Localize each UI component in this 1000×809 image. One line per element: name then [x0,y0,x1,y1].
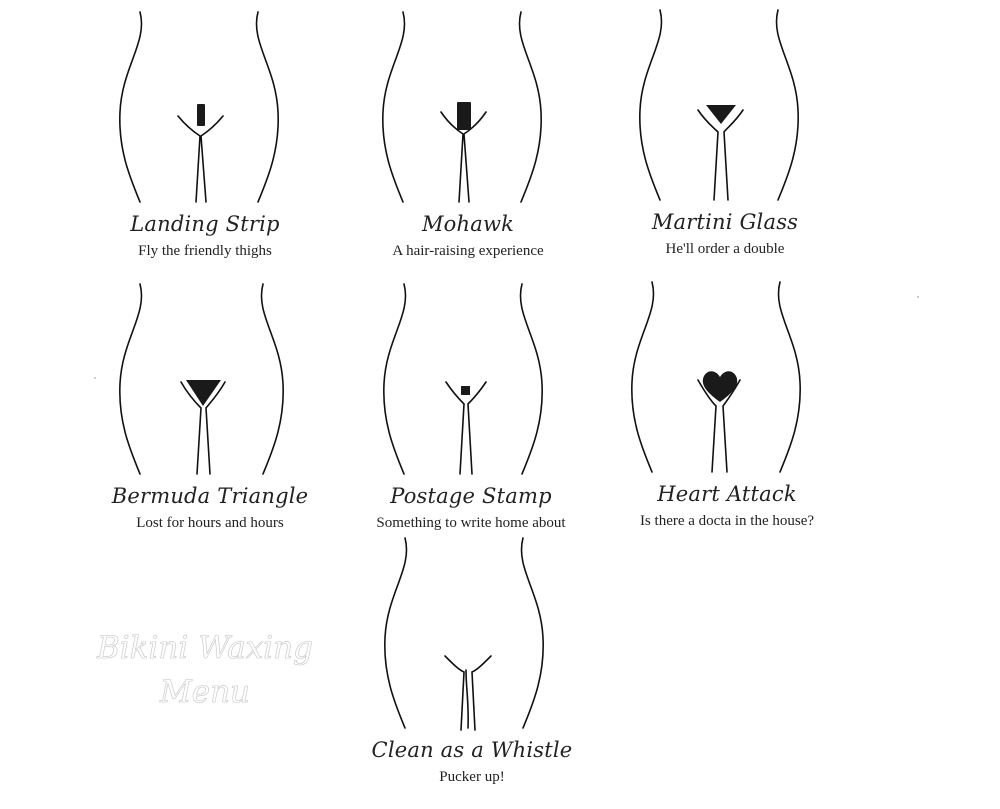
scan-speck [917,296,919,298]
scan-speck [94,377,96,379]
figure-outline-clean-as-a-whistle [384,537,544,731]
figure-outline-mohawk [382,11,542,203]
style-martini-glass: Martini Glass He'll order a double [600,9,850,280]
style-name: Mohawk [421,212,515,236]
style-bermuda-triangle: Bermuda Triangle Lost for hours and hour… [85,283,335,554]
figure-outline-postage-stamp [383,283,543,475]
style-tagline: Something to write home about [376,515,566,531]
hair-shape-stamp [461,386,470,395]
style-name: Martini Glass [651,210,799,234]
figure-outline-bermuda-triangle [119,283,284,475]
style-heart-attack: Heart Attack Is there a docta in the hou… [602,281,852,552]
menu-title-line-2: Menu [159,674,251,711]
hair-shape-strip [197,104,205,126]
style-mohawk: Mohawk A hair-raising experience [343,11,593,282]
style-landing-strip: Landing Strip Fly the friendly thighs [80,11,330,282]
style-tagline: Lost for hours and hours [136,515,284,531]
hair-shape-mohawk [457,102,471,130]
style-clean-as-a-whistle: Clean as a Whistle Pucker up! [347,537,597,808]
menu-title-line-1: Bikini Waxing [97,630,314,667]
style-tagline: Pucker up! [439,769,505,785]
style-name: Landing Strip [130,212,280,236]
style-tagline: Is there a docta in the house? [639,513,815,529]
style-tagline: A hair-raising experience [392,243,544,259]
style-postage-stamp: Postage Stamp Something to write home ab… [346,283,596,554]
hair-shape-triangle [186,380,221,406]
style-tagline: Fly the friendly thighs [138,243,272,259]
figure-outline-martini-glass [639,9,799,201]
style-tagline: He'll order a double [665,241,785,257]
style-name: Heart Attack [657,482,797,506]
style-name: Bermuda Triangle [111,484,309,508]
hair-shape-heart [702,371,738,402]
menu-watermark-title: Bikini Waxing Menu [85,626,325,714]
style-name: Postage Stamp [390,484,552,508]
figure-outline-heart-attack [631,281,801,473]
figure-outline-landing-strip [119,11,279,203]
style-name: Clean as a Whistle [371,738,573,762]
hair-shape-martini [706,105,736,124]
